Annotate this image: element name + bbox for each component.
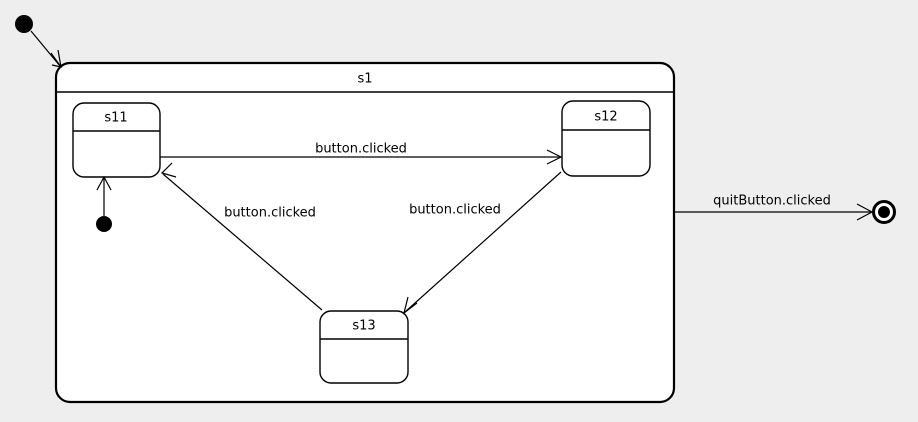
transition-s12-to-s13[interactable]: button.clicked: [402, 171, 562, 315]
transition-s12-to-s13-label: button.clicked: [409, 203, 501, 218]
transition-s13-to-s11-arrowhead: [160, 162, 177, 178]
transition-s13-to-s11-line: [162, 173, 323, 311]
state-s13-body[interactable]: [319, 310, 409, 384]
transition-initial-to-s1-arrowhead-tail: [57, 49, 62, 68]
transition-initial-to-s11-arrowhead: [96, 175, 112, 191]
transition-s1-to-final[interactable]: quitButton.clicked: [675, 194, 874, 221]
final-state-icon[interactable]: [872, 200, 896, 224]
composite-state-s1-label: s1: [357, 72, 372, 87]
transition-s11-to-s12-arrowhead: [546, 149, 563, 165]
state-s11-body[interactable]: [72, 102, 161, 178]
transition-initial-to-s11[interactable]: [96, 175, 112, 216]
transition-initial-to-s1[interactable]: [30, 30, 63, 68]
transition-s13-to-s11[interactable]: button.clicked: [160, 162, 323, 311]
final-state-inner-dot: [878, 206, 890, 218]
transition-s11-to-s12-label: button.clicked: [315, 142, 407, 157]
composite-state-s1-body[interactable]: [54, 61, 676, 404]
initial-substate-icon[interactable]: [96, 216, 112, 232]
state-s12-body[interactable]: [561, 100, 651, 177]
transition-s12-to-s13-line: [404, 171, 562, 313]
state-s13[interactable]: s13: [319, 310, 409, 384]
transition-initial-to-s1-line: [30, 30, 61, 67]
transition-s11-to-s12[interactable]: button.clicked: [160, 142, 563, 165]
state-s12[interactable]: s12: [561, 100, 651, 177]
composite-state-s1[interactable]: s1: [54, 61, 676, 404]
state-s12-label: s12: [594, 110, 617, 125]
transition-s1-to-final-label: quitButton.clicked: [713, 194, 831, 209]
state-s13-label: s13: [352, 319, 375, 334]
state-s11-label: s11: [104, 111, 127, 126]
transition-s12-to-s13-arrowhead: [402, 296, 418, 315]
state-s11[interactable]: s11: [72, 102, 161, 178]
transition-s13-to-s11-label: button.clicked: [224, 206, 316, 221]
initial-state-icon[interactable]: [15, 15, 33, 33]
